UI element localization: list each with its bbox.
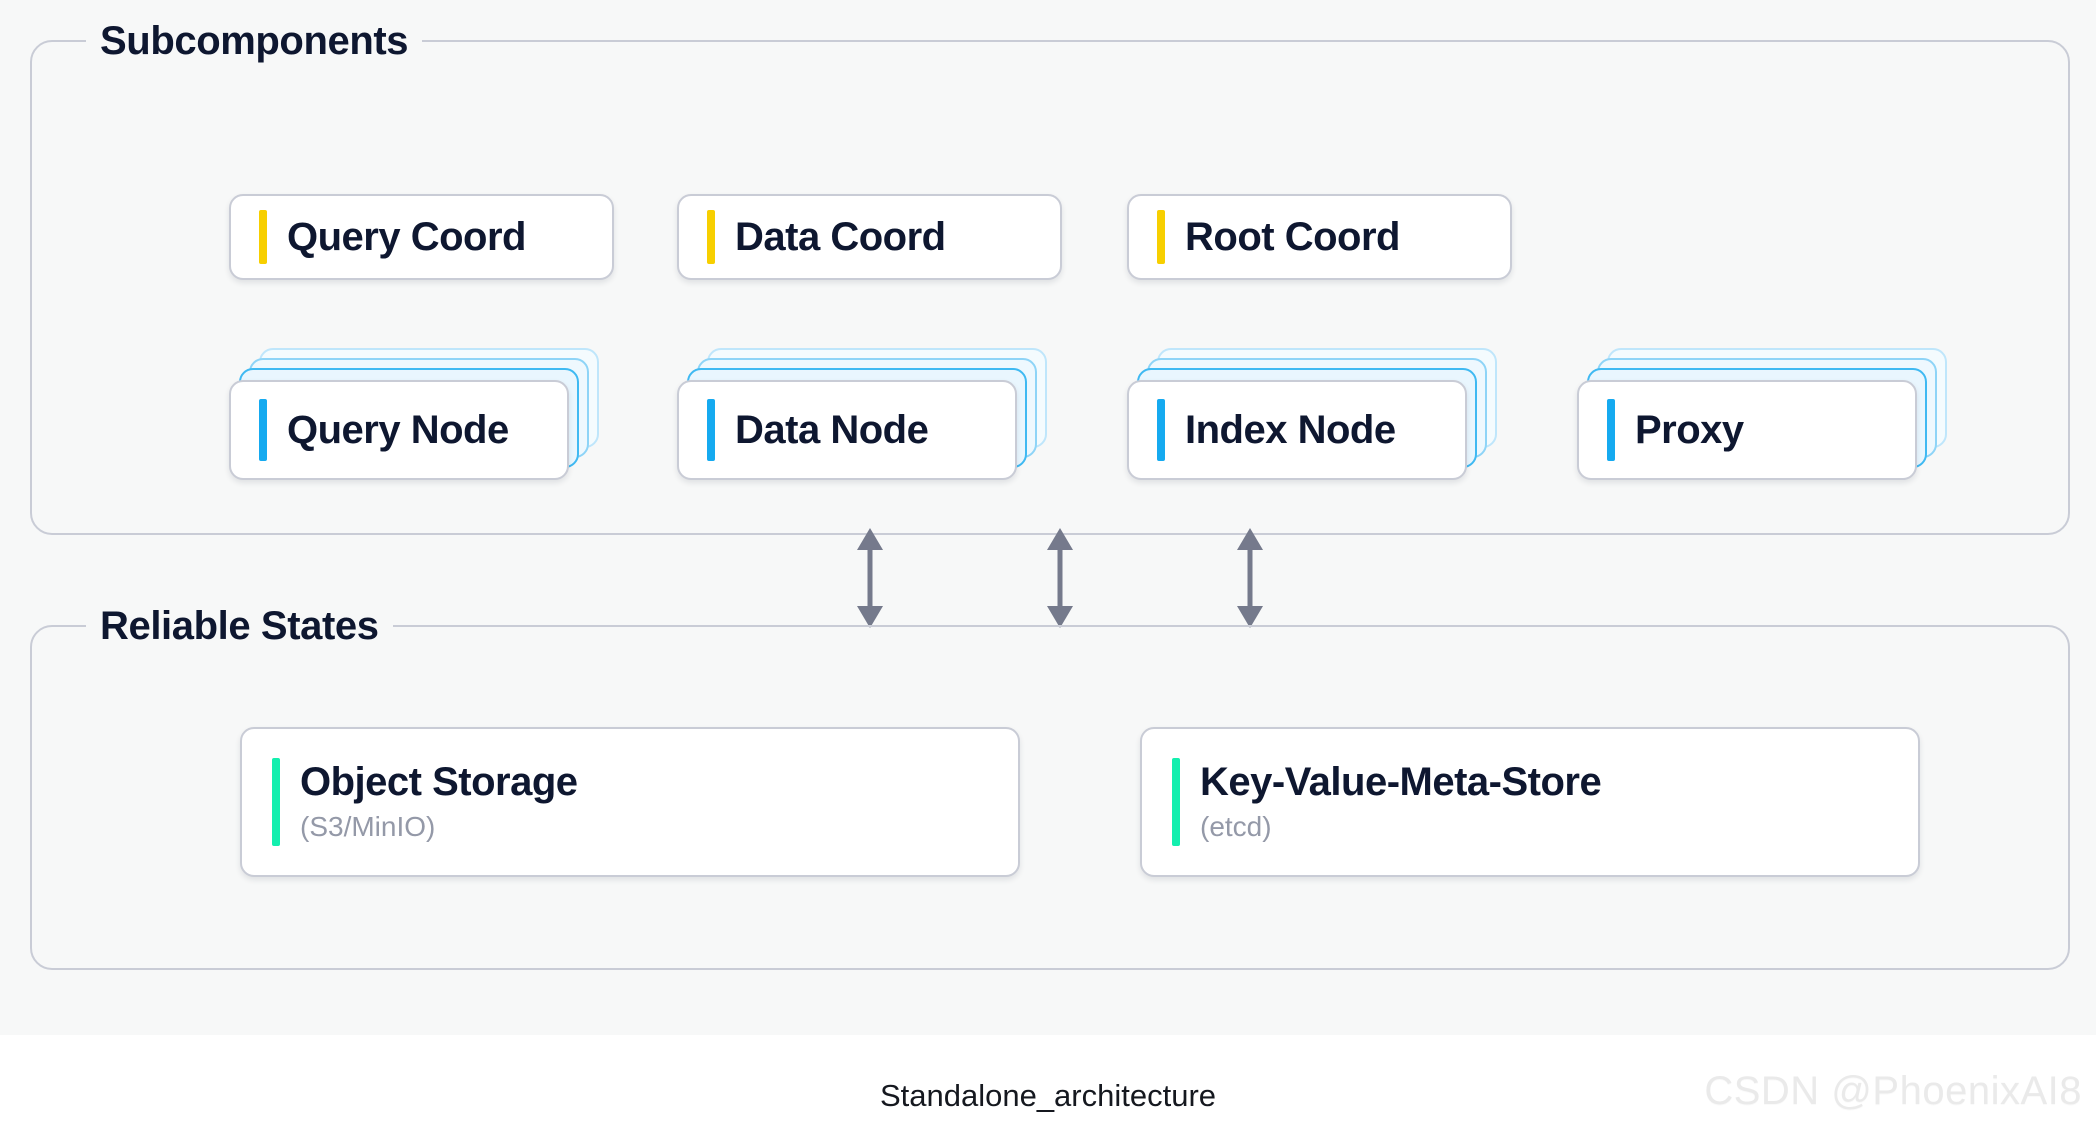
accent-bar-icon: [1607, 399, 1615, 461]
card-title: Root Coord: [1185, 215, 1400, 259]
connector-arrow-3: [1237, 528, 1263, 628]
card-text: Object Storage (S3/MinIO): [300, 758, 578, 846]
group-box-subcomponents: Subcomponents Query Coord Data Coord Roo…: [30, 16, 2070, 535]
card-text: Query Coord: [287, 213, 526, 261]
card-title: Query Coord: [287, 215, 526, 259]
card-root-coord[interactable]: Root Coord: [1127, 194, 1512, 280]
card-title: Index Node: [1185, 408, 1396, 452]
card-title: Proxy: [1635, 408, 1744, 452]
card-stack-index-node: Index Node: [1127, 348, 1497, 488]
card-data-node[interactable]: Data Node: [677, 380, 1017, 480]
accent-bar-icon: [272, 758, 280, 846]
group-legend-subcomponents: Subcomponents: [86, 16, 423, 66]
diagram-canvas: Subcomponents Query Coord Data Coord Roo…: [30, 16, 2070, 970]
card-title: Data Node: [735, 408, 929, 452]
card-text: Data Coord: [735, 213, 946, 261]
card-index-node[interactable]: Index Node: [1127, 380, 1467, 480]
image-caption: Standalone_architecture: [879, 1078, 1217, 1113]
card-text: Query Node: [287, 406, 509, 454]
card-subtitle: (S3/MinIO): [300, 811, 436, 842]
connector-arrow-1: [857, 528, 883, 628]
footer-strip: [0, 1035, 2096, 1139]
group-box-reliable-states: Reliable States Object Storage (S3/MinIO…: [30, 601, 2070, 970]
card-text: Index Node: [1185, 406, 1396, 454]
accent-bar-icon: [707, 210, 715, 264]
card-title: Query Node: [287, 408, 509, 452]
accent-bar-icon: [259, 210, 267, 264]
card-object-storage[interactable]: Object Storage (S3/MinIO): [240, 727, 1020, 877]
card-stack-proxy: Proxy: [1577, 348, 1947, 488]
accent-bar-icon: [707, 399, 715, 461]
accent-bar-icon: [1172, 758, 1180, 846]
card-proxy[interactable]: Proxy: [1577, 380, 1917, 480]
card-title: Data Coord: [735, 215, 946, 259]
card-title: Key-Value-Meta-Store: [1200, 760, 1602, 804]
accent-bar-icon: [259, 399, 267, 461]
accent-bar-icon: [1157, 210, 1165, 264]
connector-arrow-2: [1047, 528, 1073, 628]
card-query-coord[interactable]: Query Coord: [229, 194, 614, 280]
card-text: Data Node: [735, 406, 929, 454]
watermark-csdn: CSDN @PhoenixAI8: [1704, 1069, 2082, 1113]
card-text: Root Coord: [1185, 213, 1400, 261]
card-text: Proxy: [1635, 406, 1744, 454]
card-data-coord[interactable]: Data Coord: [677, 194, 1062, 280]
accent-bar-icon: [1157, 399, 1165, 461]
card-stack-query-node: Query Node: [229, 348, 599, 488]
card-subtitle: (etcd): [1200, 811, 1272, 842]
card-query-node[interactable]: Query Node: [229, 380, 569, 480]
card-title: Object Storage: [300, 760, 578, 804]
card-text: Key-Value-Meta-Store (etcd): [1200, 758, 1602, 846]
group-legend-reliable-states: Reliable States: [86, 601, 393, 651]
card-stack-data-node: Data Node: [677, 348, 1047, 488]
card-key-value-meta-store[interactable]: Key-Value-Meta-Store (etcd): [1140, 727, 1920, 877]
